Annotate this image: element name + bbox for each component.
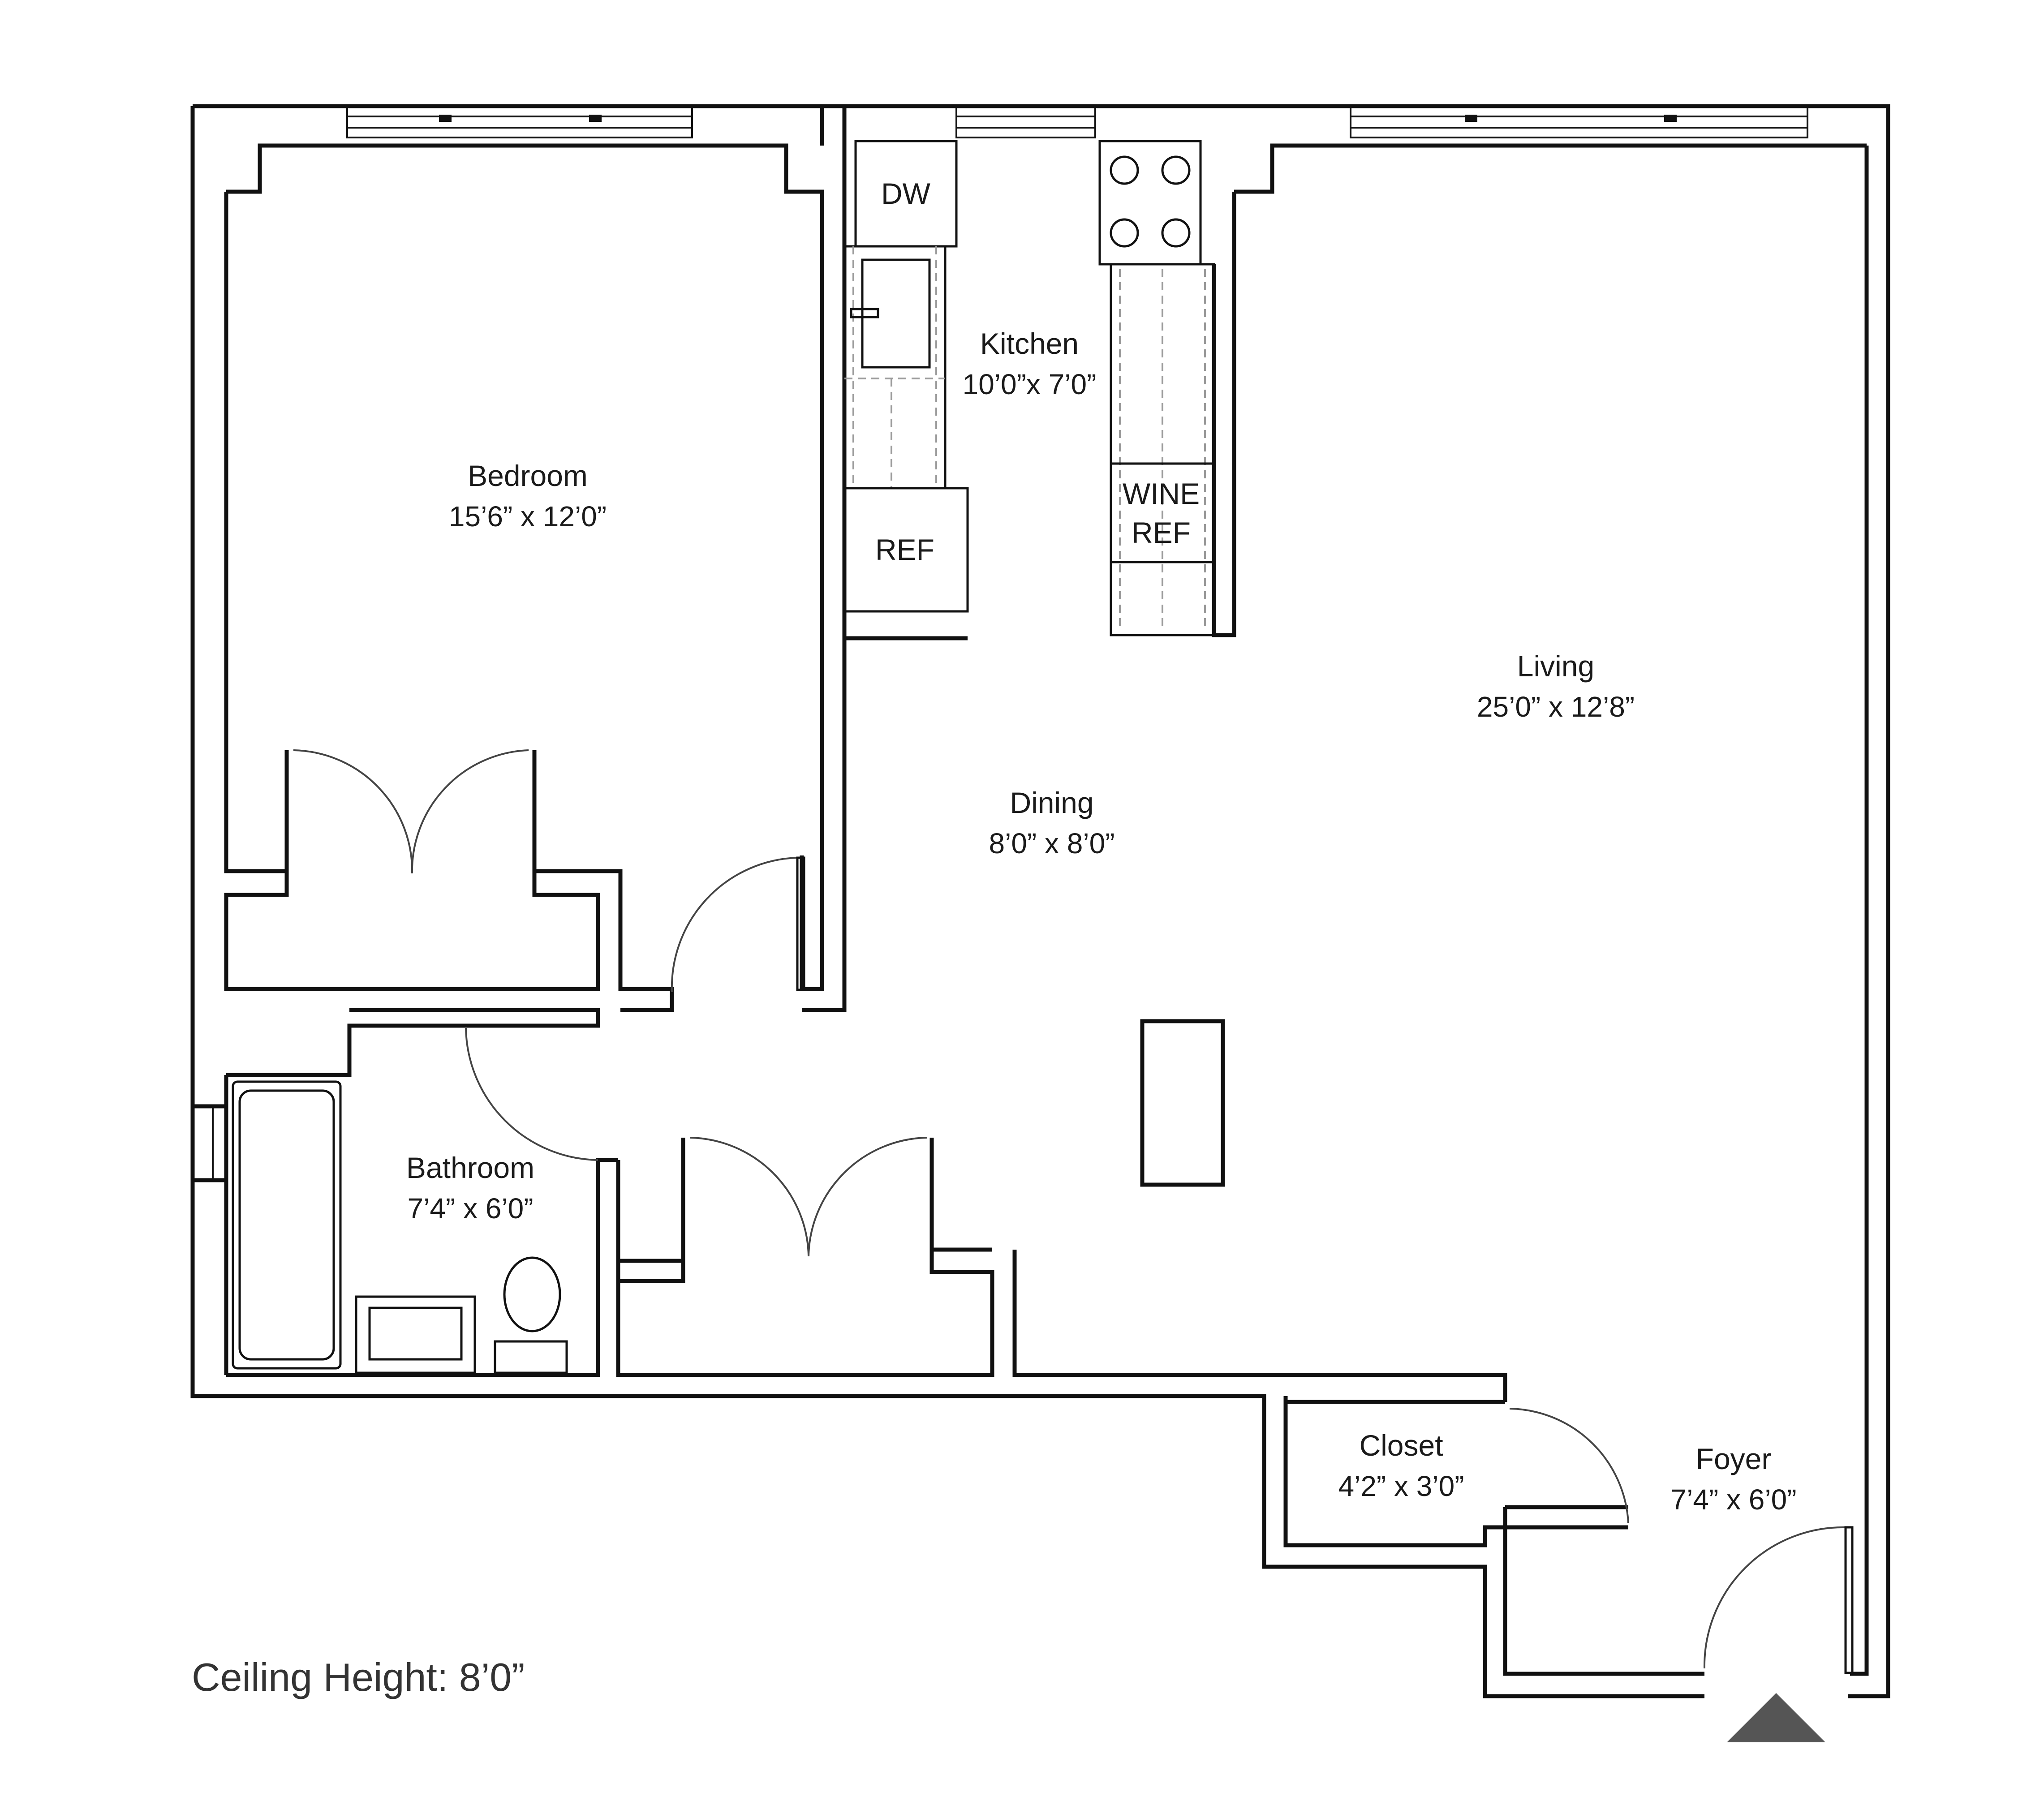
bathtub (232, 1080, 342, 1370)
appliance-labels: DW REF WINE REF (875, 177, 1200, 566)
bathroom-sink (368, 1307, 463, 1361)
window-bedroom (346, 105, 693, 138)
bedroom-door (671, 857, 798, 993)
refrigerator (843, 487, 969, 613)
kitchen-sink (861, 258, 931, 369)
window-living (1350, 105, 1808, 138)
living-top-wall (1234, 143, 1867, 194)
bathroom-dims: 7’4” x 6’0” (408, 1192, 534, 1225)
windows (192, 105, 1808, 1181)
kitchen-right-wall (1212, 192, 1236, 637)
closet-outline (1283, 1396, 1704, 1676)
faucet-icon (850, 308, 879, 318)
toilet-tank (494, 1340, 568, 1374)
living-name: Living (1517, 649, 1594, 683)
closet-name: Closet (1359, 1429, 1443, 1462)
closet-wall (616, 1160, 1507, 1402)
ceiling-height-note: Ceiling Height: 8’0” (192, 1655, 525, 1699)
dining-dims: 8’0” x 8’0” (989, 827, 1115, 860)
bedroom-name: Bedroom (468, 459, 588, 492)
vanity (355, 1295, 476, 1374)
bathroom-door (465, 1027, 598, 1161)
living-dims: 25’0” x 12’8” (1477, 691, 1635, 723)
burner-icon (1110, 218, 1139, 248)
window-bathroom (192, 1105, 214, 1181)
hall-closet-door-right (808, 1137, 928, 1257)
bedroom-closet-door-right (411, 749, 529, 874)
kitchen-name: Kitchen (980, 327, 1079, 360)
foyer-name: Foyer (1696, 1442, 1772, 1475)
bedroom-wall-inner (224, 192, 674, 1012)
right-counter (1110, 263, 1215, 636)
entry-marker-icon (1727, 1693, 1825, 1742)
window-kitchen (955, 105, 1096, 138)
bathtub-basin (238, 1089, 335, 1361)
bedroom-closet-doors-frame (284, 750, 537, 895)
wine-fridge (1110, 462, 1215, 563)
doors (293, 749, 1854, 1674)
burner-icon (1161, 218, 1191, 248)
entry-door (1703, 1526, 1846, 1669)
bedroom-top-wall (226, 143, 824, 991)
burner-icon (1110, 155, 1139, 185)
closet-dims: 4’2” x 3’0” (1338, 1470, 1464, 1502)
dishwasher-label: DW (881, 177, 931, 210)
toilet-bowl (503, 1256, 561, 1332)
kitchen-fixtures (843, 140, 1215, 636)
exterior-wall-inner (1850, 146, 1869, 1676)
bathroom-name: Bathroom (406, 1151, 534, 1184)
burner-icon (1161, 155, 1191, 185)
closet-door (1509, 1408, 1629, 1523)
kitchen-dims: 10’0”x 7’0” (963, 368, 1097, 400)
structural-column (1140, 1019, 1225, 1187)
bedroom-dims: 15’6” x 12’0” (449, 500, 607, 533)
refrigerator-label: REF (875, 533, 934, 566)
entry-door-leaf (1844, 1526, 1854, 1674)
bathroom-fixtures (232, 1080, 568, 1374)
wine-fridge-label-line1: WINE (1123, 477, 1200, 510)
hall-closet-door-left (689, 1137, 809, 1257)
foyer-dims: 7’4” x 6’0” (1671, 1483, 1797, 1516)
bedroom-closet-door-left (293, 749, 413, 874)
room-labels: Bedroom 15’6” x 12’0” Kitchen 10’0”x 7’0… (406, 327, 1797, 1516)
bedroom-door-leaf (796, 856, 805, 991)
wine-fridge-label-line2: REF (1132, 516, 1191, 549)
closets (284, 750, 934, 1375)
bathroom-wall (190, 1008, 600, 1182)
dining-name: Dining (1010, 786, 1093, 819)
hall-closet (616, 1138, 934, 1375)
